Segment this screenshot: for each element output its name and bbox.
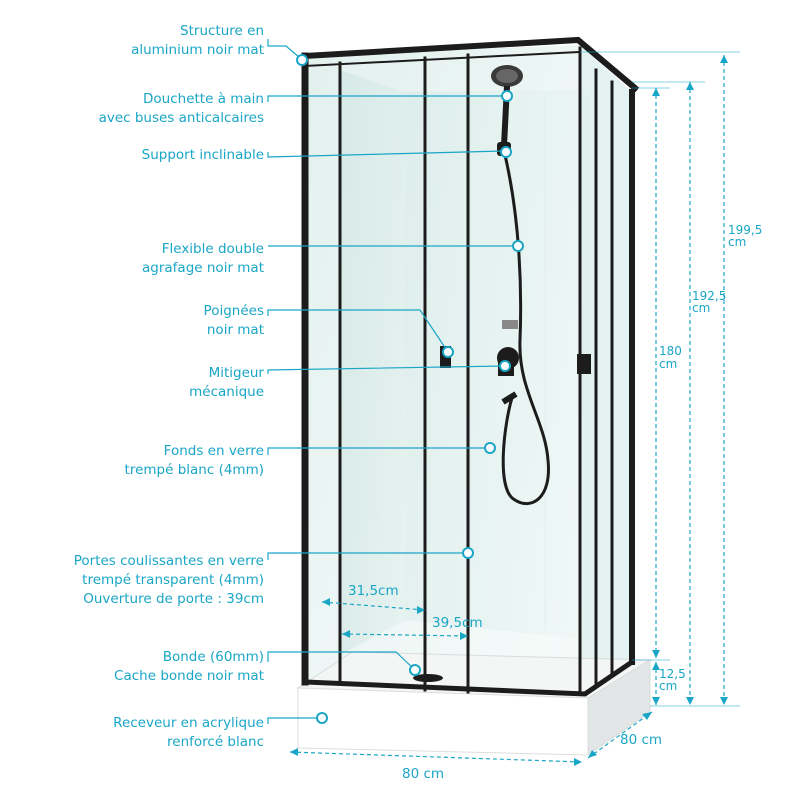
drain-cover [413, 674, 443, 682]
depth-label: 80 cm [620, 732, 662, 748]
dimension-lines [289, 55, 725, 763]
callout-dots [296, 54, 524, 724]
width-label: 80 cm [402, 766, 444, 782]
tray-height-value: 12,5 [659, 667, 686, 681]
total-height-unit: cm [728, 235, 746, 249]
height-with-tray-unit: cm [692, 301, 710, 315]
flexible-hose [501, 154, 550, 506]
callout-drain: Bonde (60mm)Cache bonde noir mat [114, 649, 264, 684]
height-with-tray-value: 192,5 [692, 289, 726, 303]
glass-height-unit: cm [659, 357, 677, 371]
shower-tray-side [587, 659, 651, 756]
callout-leaders [267, 39, 518, 724]
door-handle-right [577, 354, 591, 374]
control-panel [502, 320, 518, 329]
callout-tilting-holder: Support inclinable [141, 147, 264, 163]
door-outer-label: 39,5cm [432, 615, 483, 631]
door-inner-label: 31,5cm [348, 583, 399, 599]
side-glass [580, 45, 632, 688]
glass-height-value: 180 [659, 344, 682, 358]
shower-tray-front [297, 687, 589, 756]
tray-height-unit: cm [659, 679, 677, 693]
total-height-value: 199,5 [728, 223, 762, 237]
